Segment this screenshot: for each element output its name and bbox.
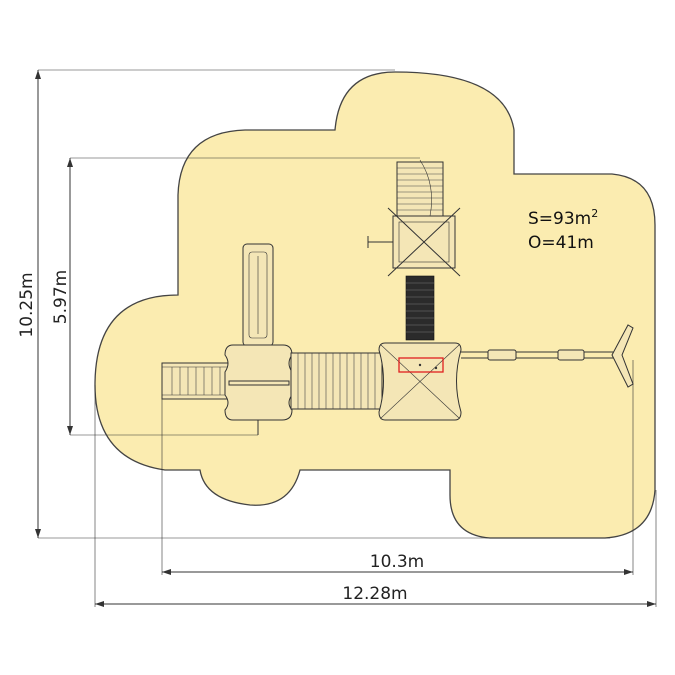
left-slide	[242, 243, 274, 347]
climbing-ramp	[405, 275, 435, 341]
dimension-inner-height-label: 5.97m	[51, 270, 71, 324]
surface-area-label: S=93m2	[528, 207, 598, 229]
left-tower-platform	[224, 344, 293, 435]
playground-equipment	[161, 159, 634, 435]
dimension-total-width-label: 12.28m	[342, 584, 407, 604]
right-beam	[461, 324, 634, 388]
surface-area-value: S=93m	[528, 209, 591, 229]
dimension-total-height-label: 10.25m	[17, 272, 37, 337]
dimension-inner-height: 5.97m	[51, 157, 420, 436]
dimension-total-height: 10.25m	[17, 69, 610, 539]
wooden-bridge	[290, 352, 383, 410]
dimension-total-width: 12.28m	[94, 385, 657, 607]
dimension-inner-width-label: 10.3m	[370, 552, 424, 572]
perimeter-label: O=41m	[528, 233, 594, 253]
surface-area-superscript: 2	[591, 207, 598, 220]
upper-tower	[367, 159, 461, 277]
left-stairs	[161, 362, 231, 400]
dimension-inner-width: 10.3m	[161, 360, 634, 575]
safety-zone-area	[94, 71, 656, 539]
roof-marker	[398, 357, 444, 373]
main-tower-roof	[378, 342, 462, 421]
